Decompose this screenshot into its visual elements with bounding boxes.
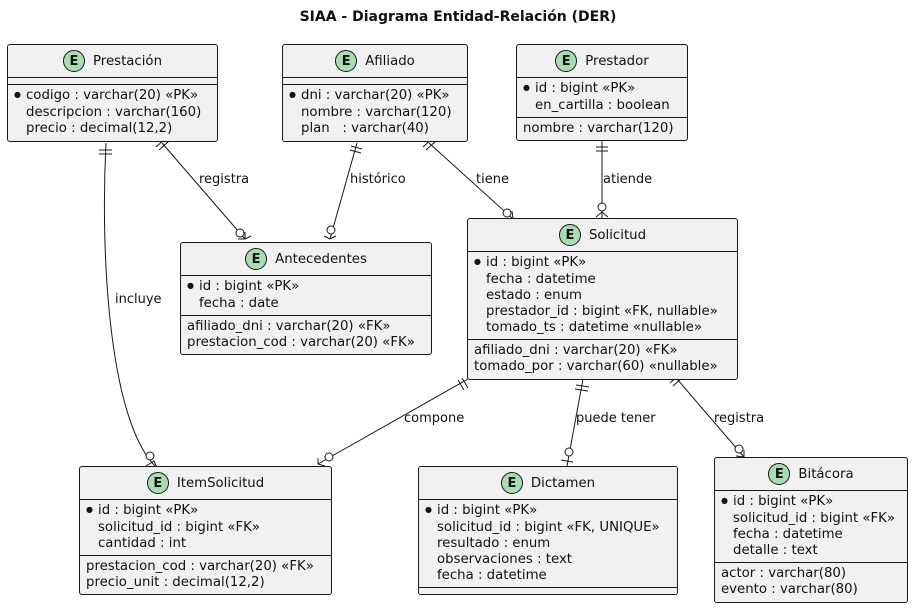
entity-icon: E	[768, 463, 791, 485]
diagram-title: SIAA - Diagrama Entidad-Relación (DER)	[299, 9, 617, 25]
attribute: prestacion_cod : varchar(20) «FK»	[86, 559, 314, 574]
entity-attributes: dni : varchar(20) «PK» nombre : varchar(…	[283, 84, 467, 140]
attribute-pk: codigo : varchar(20) «PK»	[14, 88, 211, 105]
attribute: fecha : datetime	[486, 272, 596, 287]
entity-attributes: id : bigint «PK» solicitud_id : bigint «…	[80, 500, 331, 555]
relationship-label-incluye: incluye	[115, 292, 162, 307]
attribute-pk: id : bigint «PK»	[474, 255, 731, 272]
attribute: detalle : text	[733, 543, 818, 558]
attribute-pk: id : bigint «PK»	[721, 494, 901, 511]
entity-header: E Afiliado	[283, 45, 467, 78]
relationship-label-tiene: tiene	[476, 172, 509, 187]
entity-bitacora[interactable]: E Bitácora id : bigint «PK» solicitud_id…	[714, 457, 908, 603]
relationship-label-historico: histórico	[350, 172, 406, 187]
attribute: nombre : varchar(120)	[301, 105, 452, 120]
entity-header: E Dictamen	[419, 467, 677, 500]
entity-name: Solicitud	[588, 227, 647, 243]
entity-header: E Antecedentes	[181, 243, 431, 276]
edge-prestacion-antecedentes	[155, 137, 252, 240]
attribute-pk: id : bigint «PK»	[425, 503, 671, 520]
entity-empty-section	[419, 587, 677, 594]
entity-icon: E	[555, 50, 578, 72]
entity-name: Prestador	[585, 53, 649, 69]
attribute: actor : varchar(80)	[721, 566, 847, 581]
entity-name: Afiliado	[365, 53, 415, 69]
entity-icon: E	[63, 50, 85, 72]
entity-attributes: id : bigint «PK» fecha : date	[181, 276, 431, 315]
entity-icon: E	[500, 472, 523, 494]
relationship-label-registra-bitacora: registra	[714, 411, 765, 426]
entity-solicitud[interactable]: E Solicitud id : bigint «PK» fecha : dat…	[467, 218, 738, 380]
attribute: estado : enum	[486, 288, 582, 303]
attribute: fecha : datetime	[437, 568, 547, 583]
attribute: afiliado_dni : varchar(20) «FK»	[187, 319, 391, 334]
entity-itemsolicitud[interactable]: E ItemSolicitud id : bigint «PK» solicit…	[79, 466, 332, 595]
entity-icon: E	[335, 50, 358, 72]
attribute: plan : varchar(40)	[301, 121, 429, 136]
relationship-label-puede-tener: puede tener	[576, 411, 656, 426]
entity-name: Prestación	[93, 53, 162, 69]
entity-attributes: id : bigint «PK» solicitud_id : bigint «…	[419, 500, 677, 587]
entity-dictamen[interactable]: E Dictamen id : bigint «PK» solicitud_id…	[418, 466, 678, 595]
entity-header: E Prestación	[8, 45, 217, 78]
attribute: en_cartilla : boolean	[535, 98, 670, 113]
attribute: descripcion : varchar(160)	[26, 105, 202, 120]
entity-header: E Solicitud	[468, 219, 737, 252]
entity-fk-attributes: nombre : varchar(120)	[517, 117, 687, 140]
attribute: fecha : datetime	[733, 527, 843, 542]
edge-prestacion-itemsolicitud	[99, 142, 158, 469]
entity-header: E Prestador	[517, 45, 687, 78]
attribute: afiliado_dni : varchar(20) «FK»	[474, 343, 678, 358]
attribute: resultado : enum	[437, 536, 551, 551]
entity-prestacion[interactable]: E Prestación codigo : varchar(20) «PK» d…	[7, 44, 218, 142]
entity-fk-attributes: prestacion_cod : varchar(20) «FK» precio…	[80, 555, 331, 594]
entity-icon: E	[245, 248, 268, 270]
entity-header: E ItemSolicitud	[80, 467, 331, 500]
attribute-pk: id : bigint «PK»	[86, 503, 325, 520]
attribute: observaciones : text	[437, 552, 573, 567]
attribute: prestador_id : bigint «FK, nullable»	[486, 304, 718, 319]
entity-header: E Bitácora	[715, 458, 907, 491]
entity-icon: E	[558, 224, 581, 246]
entity-antecedentes[interactable]: E Antecedentes id : bigint «PK» fecha : …	[180, 242, 432, 355]
entity-fk-attributes: afiliado_dni : varchar(20) «FK» prestaci…	[181, 315, 431, 354]
relationship-label-registra: registra	[199, 172, 250, 187]
relationship-label-atiende: atiende	[603, 172, 653, 187]
attribute: precio : decimal(12,2)	[26, 121, 173, 136]
attribute: prestacion_cod : varchar(20) «FK»	[187, 335, 415, 350]
entity-afiliado[interactable]: E Afiliado dni : varchar(20) «PK» nombre…	[282, 44, 468, 142]
attribute: evento : varchar(80)	[721, 582, 858, 597]
entity-name: ItemSolicitud	[176, 475, 265, 491]
entity-name: Antecedentes	[275, 251, 367, 267]
entity-attributes: id : bigint «PK» en_cartilla : boolean	[517, 78, 687, 117]
entity-name: Dictamen	[530, 475, 596, 491]
entity-attributes: id : bigint «PK» solicitud_id : bigint «…	[715, 491, 907, 562]
edge-prestador-solicitud	[595, 141, 609, 219]
attribute: fecha : date	[199, 296, 279, 311]
attribute: solicitud_id : bigint «FK»	[733, 511, 896, 526]
edge-solicitud-bitacora	[669, 373, 745, 458]
attribute: solicitud_id : bigint «FK»	[98, 520, 261, 535]
attribute: precio_unit : decimal(12,2)	[86, 575, 265, 590]
relationship-label-compone: compone	[404, 411, 465, 426]
entity-prestador[interactable]: E Prestador id : bigint «PK» en_cartilla…	[516, 44, 688, 141]
entity-attributes: id : bigint «PK» fecha : datetime estado…	[468, 252, 737, 339]
attribute: tomado_por : varchar(60) «nullable»	[474, 359, 718, 374]
attribute: solicitud_id : bigint «FK, UNIQUE»	[437, 520, 660, 535]
entity-icon: E	[146, 472, 169, 494]
entity-name: Bitácora	[798, 466, 854, 482]
edge-solicitud-dictamen	[560, 378, 590, 467]
attribute-pk: id : bigint «PK»	[187, 279, 425, 296]
attribute: cantidad : int	[98, 536, 187, 551]
attribute-pk: dni : varchar(20) «PK»	[289, 88, 461, 105]
attribute: nombre : varchar(120)	[523, 121, 674, 136]
entity-fk-attributes: actor : varchar(80) evento : varchar(80)	[715, 562, 907, 601]
entity-attributes: codigo : varchar(20) «PK» descripcion : …	[8, 84, 217, 140]
edge-afiliado-antecedentes	[323, 142, 363, 240]
edge-solicitud-itemsolicitud	[317, 377, 469, 467]
attribute-pk: id : bigint «PK»	[523, 81, 681, 98]
entity-fk-attributes: afiliado_dni : varchar(20) «FK» tomado_p…	[468, 339, 737, 378]
attribute: tomado_ts : datetime «nullable»	[486, 320, 702, 335]
